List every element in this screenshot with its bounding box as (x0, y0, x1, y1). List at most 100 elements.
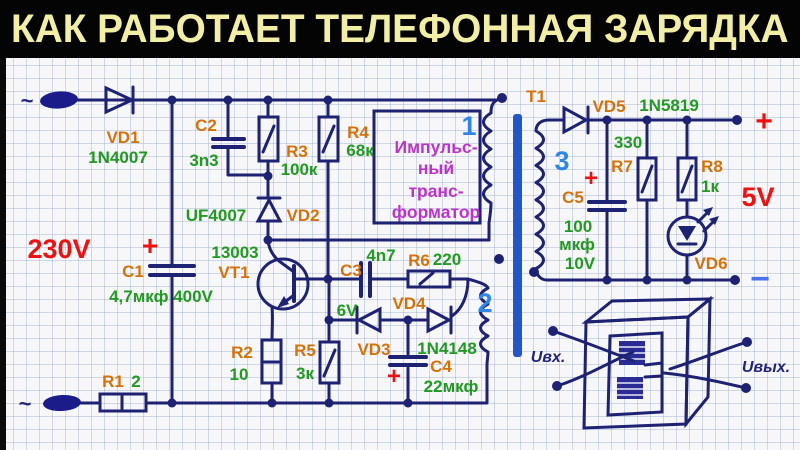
c2-symbol (211, 137, 246, 149)
label-r7: R7 (611, 157, 633, 176)
sketch-wire-in-top (551, 329, 636, 363)
label-r1: R1 (102, 372, 124, 391)
output-plus-terminal (732, 115, 742, 125)
label-c4-value: 22мкф (424, 377, 479, 396)
label-r2-value: 10 (230, 365, 249, 384)
label-vt1-part: 13003 (211, 243, 258, 262)
transformer-3d-sketch (548, 295, 752, 430)
label-vd4-part: 1N4148 (417, 339, 477, 358)
label-vd1-part: 1N4007 (88, 148, 148, 167)
label-vd3-value: 6V (337, 301, 358, 320)
label-output-plus: + (755, 105, 773, 138)
label-u-out: Uвых. (742, 359, 790, 376)
label-output-voltage: 5V (741, 182, 774, 212)
label-c3: C3 (340, 261, 362, 280)
label-r2: R2 (231, 343, 253, 362)
ac-symbol-bottom: ~ (19, 391, 32, 416)
label-r6: R6 (408, 251, 430, 270)
label-c1-value: 4,7мкф 400V (109, 287, 213, 306)
diode-vd1-symbol (104, 85, 136, 115)
label-c5-value-2: мкф (559, 235, 595, 254)
label-vd4: VD4 (392, 294, 426, 313)
output-terminals (730, 115, 742, 285)
label-r8-value: 1к (701, 177, 719, 196)
label-r6-value: 220 (433, 250, 461, 269)
label-r4: R4 (347, 123, 369, 142)
resistor-symbols-primary (98, 115, 452, 413)
transformer-t1 (372, 93, 564, 368)
title-banner: КАК РАБОТАЕТ ТЕЛЕФОННАЯ ЗАРЯДКА (0, 0, 800, 58)
sketch-wire-out-bottom (662, 371, 748, 390)
label-output-minus: − (750, 260, 770, 298)
label-r8: R8 (701, 157, 723, 176)
label-vt1: VT1 (218, 263, 249, 282)
r2-symbol (260, 338, 283, 385)
winding-3-coil (534, 118, 564, 282)
c1-symbol (148, 264, 196, 277)
label-t1: T1 (526, 87, 546, 106)
label-r5-value: 3к (296, 364, 314, 383)
r1-symbol (98, 392, 148, 413)
label-r4-value: 68к (346, 141, 374, 160)
label-vd3: VD3 (357, 340, 390, 359)
led-vd6-symbol (666, 207, 719, 257)
r4-symbol (317, 115, 340, 163)
title-text: КАК РАБОТАЕТ ТЕЛЕФОННАЯ ЗАРЯДКА (11, 6, 789, 51)
winding-3-polarity-dot (529, 267, 539, 277)
label-r7-value: 330 (614, 133, 642, 152)
label-c5-plus: + (584, 165, 598, 192)
capacitor-symbols (148, 137, 428, 367)
winding-2-coil (466, 277, 490, 368)
r7-symbol (636, 156, 658, 202)
r6-symbol (406, 269, 452, 289)
label-vd5-part: 1N5819 (639, 96, 699, 115)
label-vd1: VD1 (106, 128, 139, 147)
ac-terminal-bottom (43, 394, 81, 412)
label-c4-plus: + (387, 363, 401, 390)
r3-symbol (257, 115, 280, 163)
secondary-wiring (545, 118, 737, 282)
label-c1-plus: + (142, 230, 158, 261)
ac-symbol-top: ~ (21, 88, 34, 113)
label-winding-3: 3 (554, 146, 569, 176)
junction-dots (167, 95, 692, 408)
label-winding-1: 1 (461, 111, 476, 141)
r8-symbol (676, 156, 698, 202)
label-vd2: VD2 (286, 206, 319, 225)
label-vd5: VD5 (592, 97, 625, 116)
transformer-core-bar (513, 114, 522, 357)
winding-1-polarity-dot (497, 93, 507, 103)
label-c5-value-3: 10V (565, 254, 596, 273)
sketch-wire-in-bottom (555, 350, 635, 388)
transformer-name-line2: ный (418, 158, 454, 178)
winding-2-polarity-dot (494, 254, 504, 264)
r5-symbol (318, 340, 341, 385)
schematic-labels: VD1 1N4007 C2 3n3 R3 100к R4 68к UF4007 … (27, 87, 790, 396)
transformer-name-line1: Импульс- (394, 137, 477, 157)
label-c1: C1 (122, 262, 144, 281)
label-c2-value: 3n3 (189, 151, 218, 170)
label-vd2-part: UF4007 (186, 206, 246, 225)
c4-symbol (388, 355, 428, 367)
sketch-wire-out-top (668, 340, 749, 371)
output-minus-terminal (730, 275, 740, 285)
transformer-name-line3: транс- (408, 181, 463, 201)
label-mains-voltage: 230V (27, 234, 90, 264)
label-r5: R5 (294, 341, 316, 360)
resistor-symbols-secondary (636, 156, 698, 202)
label-c3-value: 4n7 (366, 246, 395, 265)
label-u-in: Uвх. (531, 349, 566, 366)
label-winding-2: 2 (477, 288, 492, 318)
ac-terminal-top (40, 91, 78, 109)
diode-vd5-symbol (562, 105, 590, 135)
label-r1-value: 2 (131, 372, 140, 391)
diode-vd3-symbol (355, 305, 382, 335)
ac-input-terminals: ~ ~ (19, 88, 81, 416)
label-c5: C5 (562, 188, 584, 207)
core-window (606, 331, 664, 417)
winding-1-coil (482, 98, 499, 242)
label-r3-value: 100к (281, 160, 318, 179)
